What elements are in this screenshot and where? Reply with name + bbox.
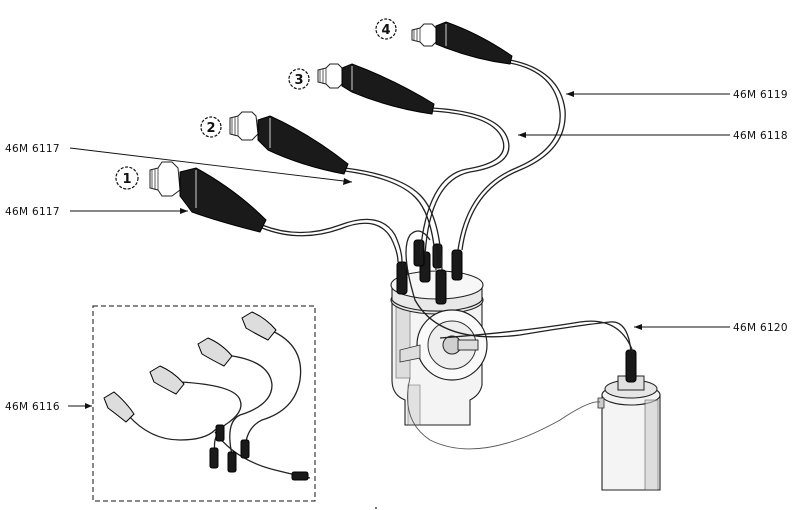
part-label-lead-3: 46M 6118	[733, 130, 788, 142]
callout-2: 2	[200, 116, 222, 138]
spark-plug-2	[229, 111, 349, 175]
part-label-lead-4: 46M 6119	[733, 89, 788, 101]
part-label-lead-2: 46M 6117	[5, 143, 60, 155]
spark-plug-1	[149, 161, 267, 233]
speck	[375, 507, 377, 509]
ignition-coil	[597, 349, 661, 491]
callout-2-number: 2	[206, 121, 215, 136]
callout-3-number: 3	[294, 73, 303, 88]
callout-4-number: 4	[381, 23, 390, 38]
distributor-towers	[396, 239, 463, 305]
leader-46m-6118	[518, 132, 730, 138]
callout-3: 3	[288, 68, 310, 90]
low-tension-wire	[407, 377, 601, 450]
leader-46m-6117-upper	[69, 147, 353, 185]
part-label-lead-1: 46M 6117	[5, 206, 60, 218]
callout-1-number: 1	[122, 172, 131, 187]
lead-set-illustration	[103, 311, 311, 481]
part-label-coil-lead: 46M 6120	[733, 322, 788, 334]
leader-46m-6117-lower	[70, 208, 188, 214]
leader-46m-6120	[634, 324, 730, 330]
leader-46m-6119	[566, 91, 730, 97]
callout-4: 4	[375, 18, 397, 40]
callout-1: 1	[115, 166, 139, 190]
spark-plug-4	[411, 21, 513, 65]
lead-wires	[261, 59, 634, 353]
leader-46m-6116	[68, 403, 92, 409]
part-label-lead-set: 46M 6116	[5, 401, 60, 413]
spark-plug-3	[317, 63, 435, 115]
lead-set-inset-box	[92, 305, 316, 502]
